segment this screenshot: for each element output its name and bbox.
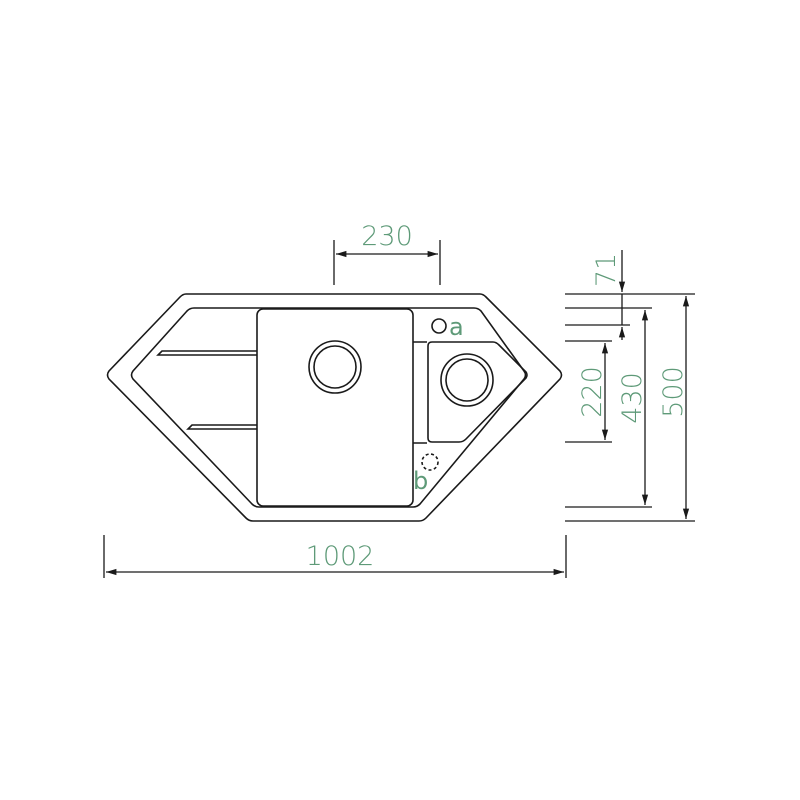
sink-outer-outline	[106, 293, 563, 522]
dimension-230: 230	[333, 221, 441, 285]
small-drain-icon	[440, 353, 494, 407]
small-bowl	[427, 341, 528, 443]
dimension-430-text: 430	[617, 372, 648, 424]
extension-lines	[565, 293, 695, 522]
dimension-230-text: 230	[361, 221, 413, 252]
sink-inner-outline	[130, 307, 527, 508]
dimension-220: 220	[577, 343, 609, 440]
tap-hole-icon	[431, 318, 447, 334]
drainboard-groove	[156, 350, 257, 356]
optional-hole-label: b	[413, 467, 428, 495]
dimension-71-text: 71	[591, 253, 622, 287]
drainboard-groove	[186, 424, 257, 430]
main-bowl	[256, 308, 414, 507]
dimension-71: 71	[591, 250, 626, 340]
dimension-1002-text: 1002	[306, 541, 375, 572]
dimension-430: 430	[617, 310, 649, 505]
dimension-220-text: 220	[577, 366, 608, 418]
small-drain-inner	[445, 358, 489, 402]
dimension-500: 500	[658, 296, 690, 519]
dimension-1002: 1002	[103, 535, 567, 578]
main-drain-inner	[313, 345, 357, 389]
tap-hole-label: a	[449, 313, 464, 341]
bowl-divider	[413, 341, 427, 444]
optional-hole-icon	[421, 453, 439, 471]
dimension-500-text: 500	[658, 366, 689, 418]
main-drain-icon	[308, 340, 362, 394]
